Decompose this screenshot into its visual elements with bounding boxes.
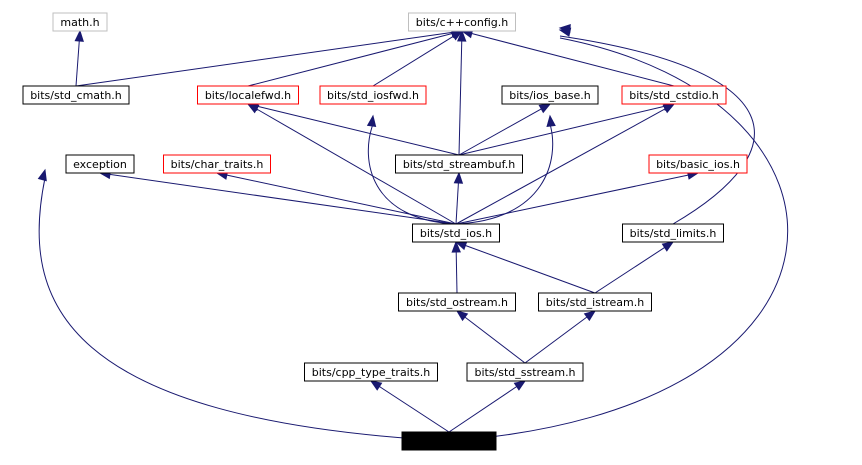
node-label: bits/std_cmath.h [30, 89, 122, 102]
edge-localefwd-to-config [247, 29, 464, 87]
node-box [319, 85, 427, 105]
edge-std-streambuf-to-config [457, 29, 467, 156]
node-box [412, 223, 500, 243]
node-label: bits/cpp_type_traits.h [312, 366, 431, 379]
node-label: bits/std_iosfwd.h [327, 89, 419, 102]
node-char-traits[interactable]: bits/char_traits.h [163, 154, 271, 174]
node-label: bits/basic_ios.h [656, 158, 740, 171]
node-box [408, 12, 516, 32]
node-label: bits/std_streambuf.h [403, 158, 515, 171]
node-label: bits/std_ostream.h [406, 296, 508, 309]
node-box [501, 85, 599, 105]
node-label: bits/std_cstdio.h [629, 89, 718, 102]
node-box [304, 362, 438, 382]
node-label: bits/ios_base.h [509, 89, 591, 102]
node-label: bits/c++config.h [416, 16, 508, 29]
node-box [466, 362, 584, 382]
node-label: bits/char_traits.h [171, 158, 264, 171]
node-ios-base[interactable]: bits/ios_base.h [501, 85, 599, 105]
edge-std-cstdio-to-config [460, 29, 675, 87]
edge-std-complex-to-config [448, 27, 789, 442]
edge-std-cmath-to-math [74, 29, 84, 87]
edge-std-ios-to-char-traits [215, 170, 457, 225]
node-box [52, 12, 108, 32]
edges-layer [37, 24, 789, 442]
node-box [622, 223, 724, 243]
node-label: std_complex.h [409, 435, 489, 448]
node-math[interactable]: math.h [52, 12, 108, 32]
edge-std-ios-to-std-streambuf [453, 171, 464, 225]
node-std-streambuf[interactable]: bits/std_streambuf.h [395, 154, 523, 174]
edge-std-ios-to-std-cstdio [455, 103, 676, 225]
node-localefwd[interactable]: bits/localefwd.h [197, 85, 299, 105]
node-std-cstdio[interactable]: bits/std_cstdio.h [621, 85, 727, 105]
edge-std-sstream-to-std-istream [524, 310, 597, 364]
node-box [22, 85, 130, 105]
node-label: bits/std_limits.h [630, 227, 717, 240]
node-box [538, 292, 652, 312]
edge-std-streambuf-to-localefwd [246, 101, 460, 156]
node-config[interactable]: bits/c++config.h [408, 12, 516, 32]
node-std-ostream[interactable]: bits/std_ostream.h [398, 292, 516, 312]
node-box [163, 154, 271, 174]
node-std-ios[interactable]: bits/std_ios.h [412, 223, 500, 243]
node-label: exception [73, 158, 127, 171]
node-label: bits/std_istream.h [546, 296, 644, 309]
edge-std-sstream-to-std-ostream [455, 310, 526, 364]
node-box [401, 431, 497, 451]
edge-std-complex-to-std-sstream [448, 380, 527, 433]
node-box [395, 154, 523, 174]
edge-std-ios-to-std-iosfwd [366, 114, 457, 225]
node-std-complex[interactable]: std_complex.h [401, 431, 497, 451]
edge-std-cmath-to-config [75, 27, 464, 87]
node-label: bits/std_sstream.h [474, 366, 575, 379]
edge-std-complex-to-std-cmath [37, 168, 450, 442]
node-label: math.h [60, 16, 99, 29]
node-std-istream[interactable]: bits/std_istream.h [538, 292, 652, 312]
node-box [621, 85, 727, 105]
node-label: bits/localefwd.h [205, 89, 291, 102]
node-basic-ios[interactable]: bits/basic_ios.h [648, 154, 748, 174]
node-box [65, 154, 135, 174]
node-std-limits[interactable]: bits/std_limits.h [622, 223, 724, 243]
edge-std-ios-to-exception [98, 169, 457, 225]
node-box [398, 292, 516, 312]
edge-std-iosfwd-to-config [372, 30, 464, 87]
node-box [648, 154, 748, 174]
edge-std-ostream-to-std-ios [451, 240, 461, 294]
node-box [197, 85, 299, 105]
edge-std-streambuf-to-std-cstdio [458, 101, 676, 156]
node-exception[interactable]: exception [65, 154, 135, 174]
node-std-sstream[interactable]: bits/std_sstream.h [466, 362, 584, 382]
node-std-iosfwd[interactable]: bits/std_iosfwd.h [319, 85, 427, 105]
edge-std-ios-to-basic-ios [455, 170, 700, 225]
node-cpp-type-traits[interactable]: bits/cpp_type_traits.h [304, 362, 438, 382]
edge-std-complex-to-cpp-type-traits [369, 380, 450, 433]
edge-std-istream-to-std-limits [594, 241, 675, 294]
edge-std-ios-to-localefwd [246, 103, 457, 225]
edge-std-istream-to-std-ios [454, 241, 596, 294]
node-std-cmath[interactable]: bits/std_cmath.h [22, 85, 130, 105]
edge-std-streambuf-to-ios-base [458, 103, 552, 156]
edge-std-ios-to-ios-base [455, 114, 556, 225]
node-label: bits/std_ios.h [420, 227, 492, 240]
